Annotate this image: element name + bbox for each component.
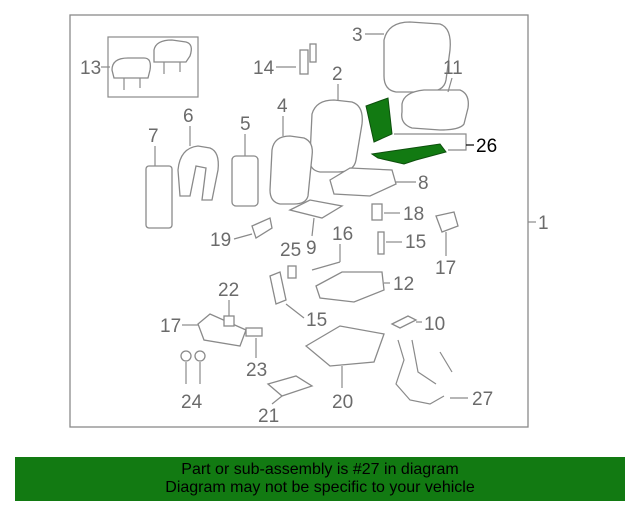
highlighted-heater-pad-cushion [370,143,447,165]
headrest-guide-2 [309,43,317,63]
seat-back-frame [269,135,313,205]
cover-clip [390,315,418,329]
info-banner: Part or sub-assembly is #27 in diagram D… [15,457,625,501]
wiring-harness [395,339,445,405]
callout-15-lower: 15 [306,310,327,331]
seat-parts-diagram: 1 13 14 3 11 2 26 4 5 6 7 8 9 [69,14,549,428]
recliner-mechanism [231,155,259,207]
knob-right [194,350,206,362]
callout-16: 16 [332,224,353,245]
callout-20: 19 [210,230,231,251]
side-trim [251,217,273,239]
callout-8: 8 [418,173,429,194]
seat-back-panel [145,165,173,229]
callout-18: 17 [435,258,456,279]
callout-23: 22 [218,280,239,301]
callout-22: 21 [258,406,279,427]
headrest-left [111,57,152,79]
callout-1: 1 [538,213,549,234]
callout-10: 10 [424,314,445,335]
switch-knob [223,315,235,327]
callout-28: 27 [472,389,493,410]
seat-back-cover [383,21,451,93]
clip [287,265,297,279]
callout-17: 17 [160,316,181,337]
callout-27-leader [394,133,467,151]
switch-bezel [245,327,263,337]
callout-15-upper: 15 [405,232,426,253]
bracket [371,203,383,221]
highlighted-heater-pad-back [365,97,393,143]
banner-line-2: Diagram may not be specific to your vehi… [165,479,475,496]
seat-back-trim-frame [177,145,219,201]
side-shield [435,211,459,233]
cushion-insulator [288,199,344,219]
callout-21: 20 [332,392,353,413]
callout-4: 4 [277,96,288,117]
headrest-guide [299,49,309,75]
outer-side-shield [197,313,247,347]
callout-5: 5 [240,114,251,135]
banner-line-1: Part or sub-assembly is #27 in diagram [181,461,459,478]
callout-12: 12 [393,274,414,295]
callout-2: 2 [332,64,343,85]
callout-3: 3 [352,25,363,46]
knob-left [180,350,192,362]
cushion-frame [315,271,385,303]
callout-6: 6 [183,106,194,127]
callout-19: 18 [403,204,424,225]
callout-7: 7 [148,126,159,147]
diagram-frame [69,14,529,428]
seat-cushion-cover [401,89,469,131]
callout-9: 9 [306,238,317,259]
callout-24: 23 [246,360,267,381]
headrest-right [153,39,192,63]
seat-adjuster [304,325,385,367]
callout-25: 24 [181,392,203,413]
callout-26: 25 [280,240,301,261]
callout-27: 26 [476,136,497,157]
seat-back-pad [309,99,363,173]
rod [311,261,341,271]
callout-14: 14 [253,58,275,79]
callout-13: 13 [80,58,101,79]
side-bracket-lower [269,271,287,305]
callout-11: 11 [443,58,463,79]
adjuster-trim [266,375,314,397]
seat-cushion-pad [329,167,397,197]
bracket-upper [377,231,385,255]
